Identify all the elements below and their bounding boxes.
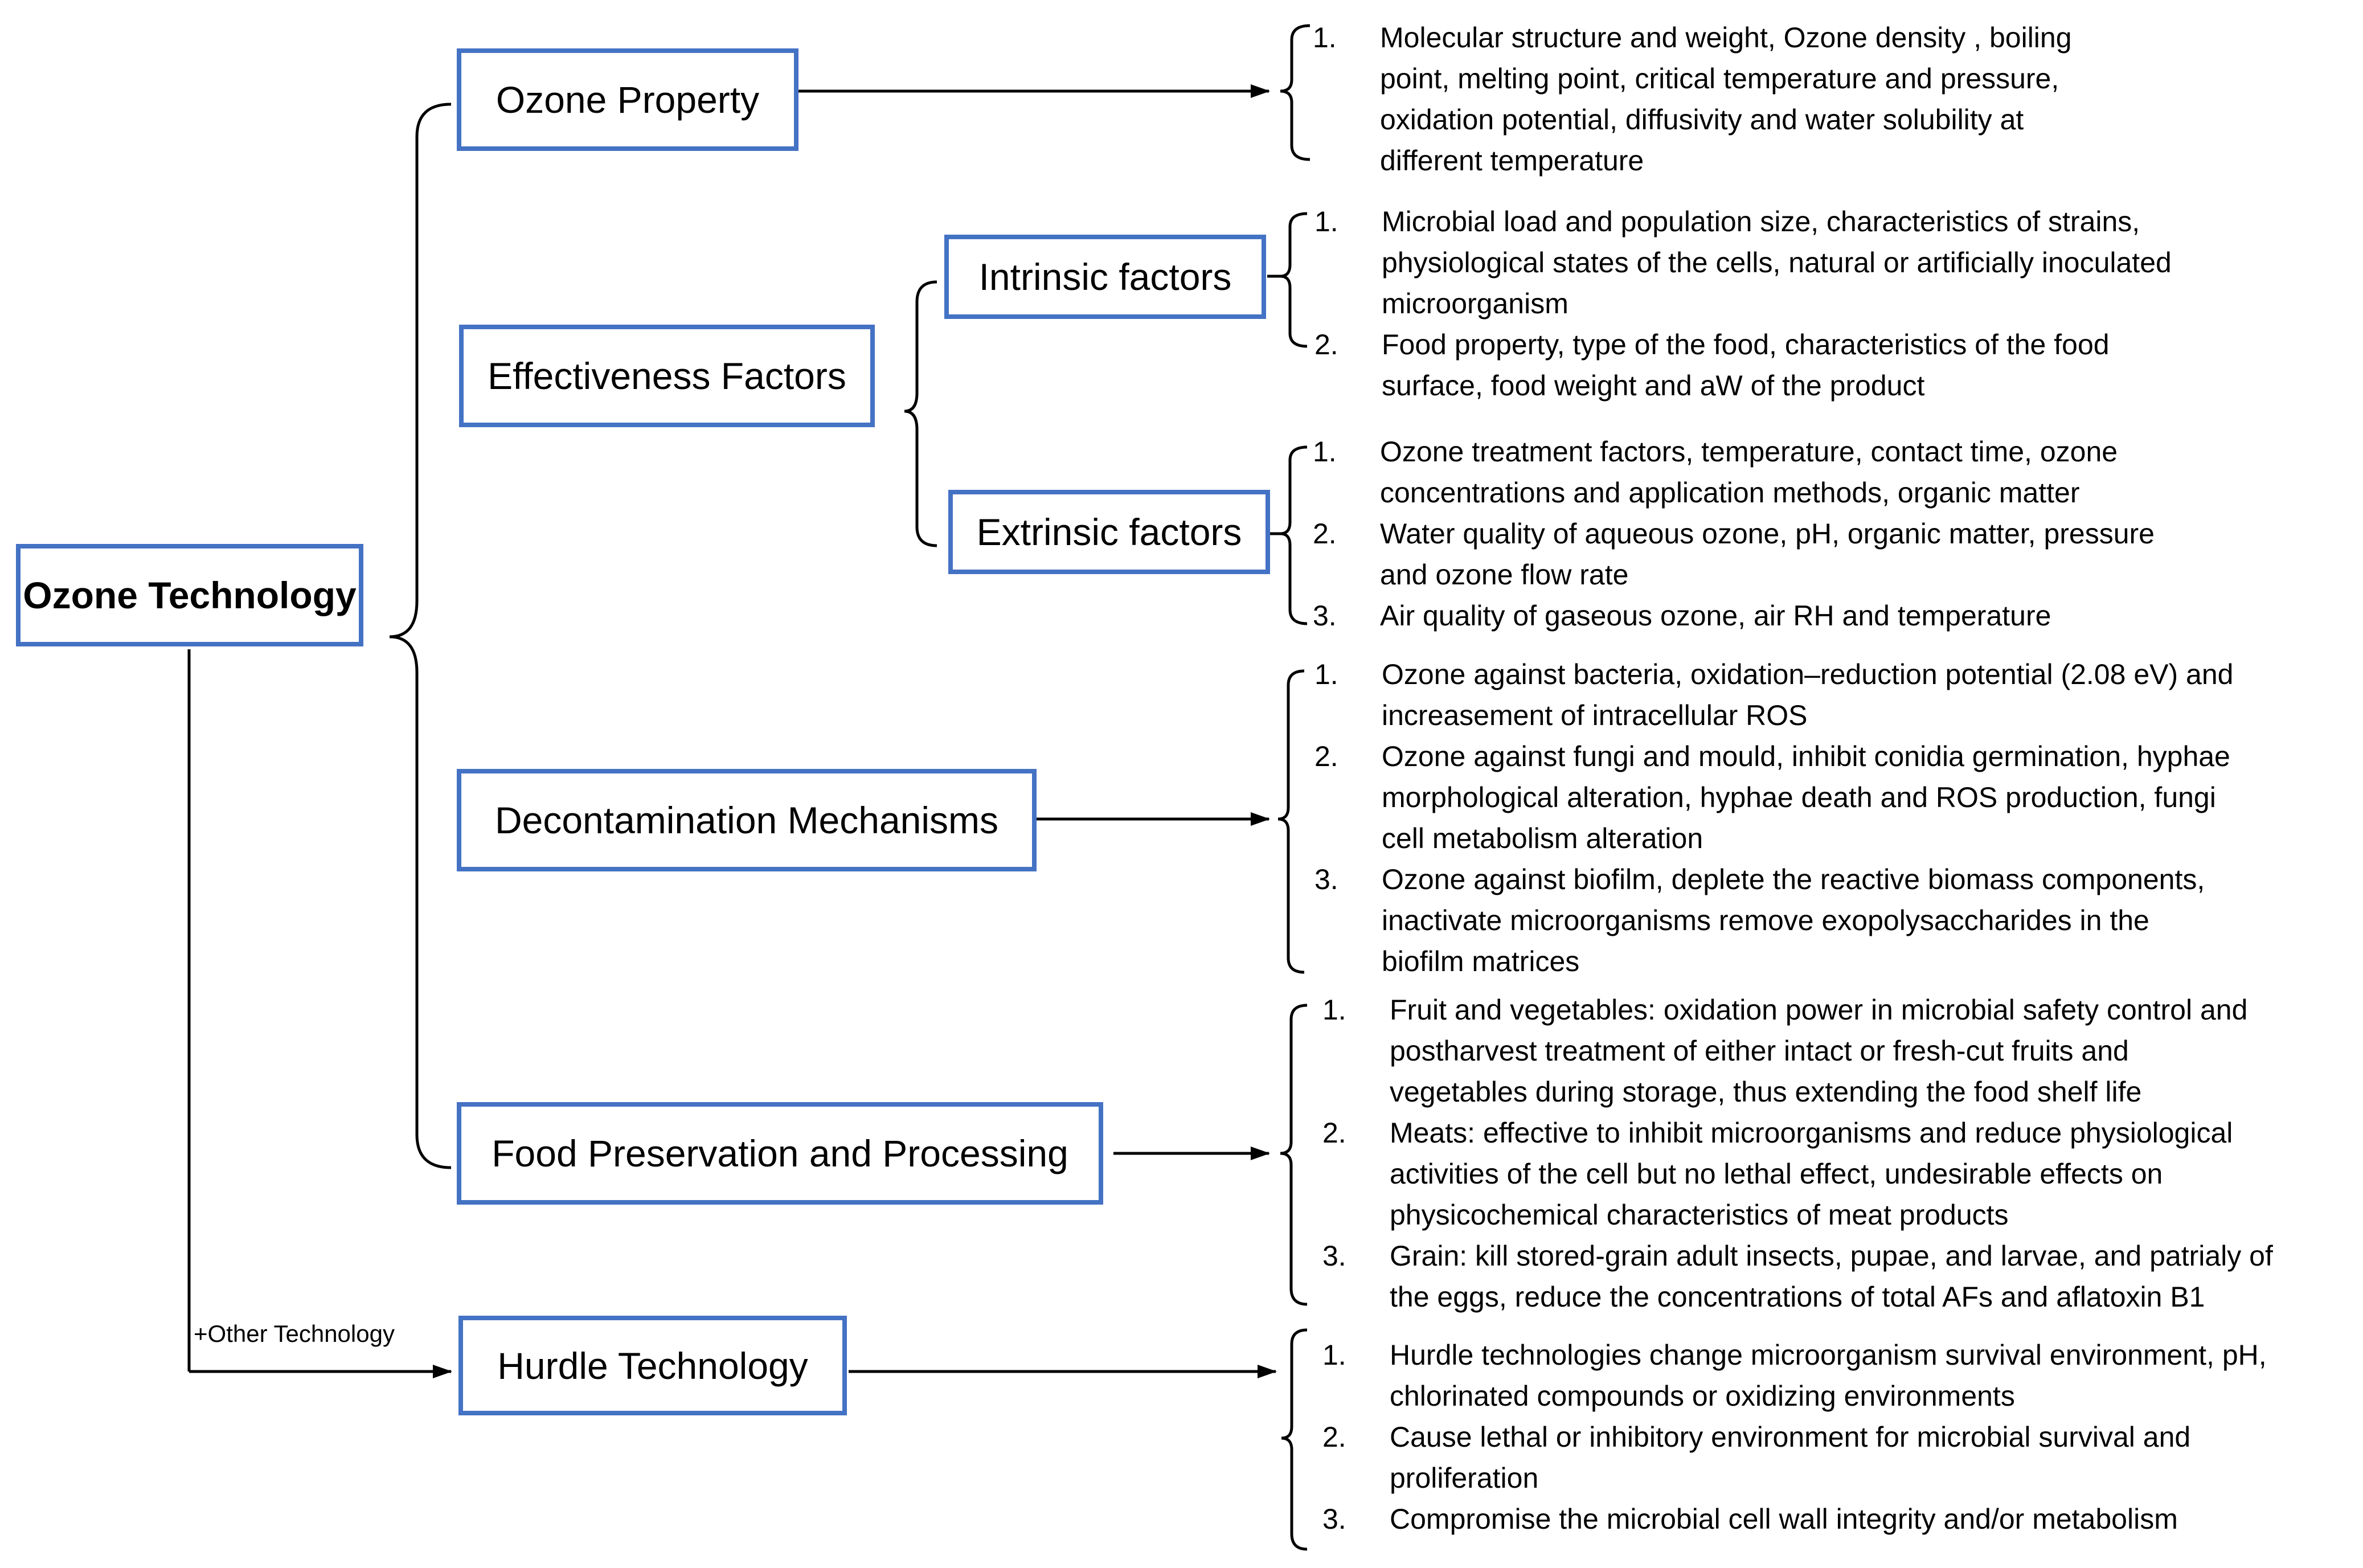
list-food-preservation: 1. Fruit and vegetables: oxidation power … — [1322, 989, 2353, 1317]
list-item-line: and ozone flow rate — [1380, 559, 1629, 591]
node-hurdle-technology: Hurdle Technology — [458, 1316, 847, 1415]
list-item-line: Air quality of gaseous ozone, air RH and… — [1380, 600, 2051, 632]
list-item-line: oxidation potential, diffusivity and wat… — [1380, 104, 2024, 136]
list-item: 1. Microbial load and population size, ch… — [1314, 201, 2328, 324]
list-hurdle-technology: 1. Hurdle technologies change microorgani… — [1322, 1334, 2348, 1540]
list-item-line: microorganism — [1382, 288, 1568, 320]
root-bracket — [389, 103, 452, 1169]
list-item: 1. Ozone against bacteria, oxidation–redu… — [1314, 654, 2340, 736]
list-item-line: morphological alteration, hyphae death a… — [1382, 781, 2216, 813]
list-item-line: Molecular structure and weight, Ozone de… — [1380, 22, 2072, 54]
list-item: 2. Cause lethal or inhibitory environment… — [1322, 1416, 2348, 1499]
list-item-line: concentrations and application methods, … — [1380, 477, 2080, 509]
list-item-number: 2. — [1313, 518, 1337, 550]
list-item-number: 2. — [1322, 1117, 1346, 1149]
list-item-line: the eggs, reduce the concentrations of t… — [1390, 1281, 2205, 1313]
list-item-number: 1. — [1313, 22, 1337, 54]
list-decontamination-mechanisms: 1. Ozone against bacteria, oxidation–redu… — [1314, 654, 2340, 982]
list-item-line: Ozone against fungi and mould, inhibit c… — [1382, 740, 2230, 772]
list-item-number: 1. — [1314, 206, 1338, 238]
list-item: 1. Molecular structure and weight, Ozone … — [1313, 17, 2327, 181]
list-item-line: Meats: effective to inhibit microorganis… — [1390, 1117, 2233, 1149]
node-ozone-property: Ozone Property — [457, 48, 798, 151]
list-item-number: 3. — [1322, 1240, 1346, 1272]
list-item-line: inactivate microorganisms remove exopoly… — [1382, 904, 2149, 936]
brace-intrinsic — [1280, 212, 1308, 348]
list-item-number: 2. — [1314, 740, 1338, 772]
list-item-line: Food property, type of the food, charact… — [1382, 329, 2110, 361]
list-item-line: Hurdle technologies change microorganism… — [1390, 1339, 2267, 1371]
list-item: 3. Grain: kill stored-grain adult insects… — [1322, 1235, 2353, 1317]
list-item-line: cell metabolism alteration — [1382, 822, 1703, 854]
brace-hurdle — [1281, 1328, 1308, 1551]
list-item-line: postharvest treatment of either intact o… — [1390, 1035, 2129, 1067]
list-item-number: 3. — [1313, 600, 1337, 632]
list-item: 3. Ozone against biofilm, deplete the rea… — [1314, 859, 2340, 982]
brace-food-preservation — [1280, 1004, 1308, 1306]
list-extrinsic-factors: 1. Ozone treatment factors, temperature, … — [1313, 431, 2327, 636]
list-ozone-property: 1. Molecular structure and weight, Ozone … — [1313, 17, 2327, 181]
list-item: 1. Ozone treatment factors, temperature, … — [1313, 431, 2327, 513]
list-item-number: 1. — [1313, 436, 1337, 468]
brace-ozone-property — [1280, 24, 1310, 161]
list-item: 3. Compromise the microbial cell wall int… — [1322, 1499, 2348, 1540]
node-effectiveness-factors: Effectiveness Factors — [459, 325, 875, 427]
node-food-preservation-processing: Food Preservation and Processing — [457, 1102, 1103, 1205]
list-item-number: 3. — [1314, 863, 1338, 895]
effectiveness-bracket — [904, 280, 937, 547]
list-item-line: proliferation — [1390, 1462, 1539, 1494]
node-intrinsic-factors: Intrinsic factors — [944, 235, 1266, 319]
list-item: 2. Ozone against fungi and mould, inhibit… — [1314, 736, 2340, 859]
list-item-line: Fruit and vegetables: oxidation power in… — [1390, 994, 2248, 1026]
list-item-line: vegetables during storage, thus extendin… — [1390, 1076, 2142, 1108]
list-item: 3. Air quality of gaseous ozone, air RH a… — [1313, 595, 2327, 636]
list-item: 2. Water quality of aqueous ozone, pH, or… — [1313, 513, 2327, 595]
list-item-line: Grain: kill stored-grain adult insects, … — [1390, 1240, 2273, 1272]
list-item-number: 2. — [1314, 329, 1338, 361]
list-item-number: 3. — [1322, 1503, 1346, 1535]
list-item: 2. Meats: effective to inhibit microorgan… — [1322, 1112, 2353, 1235]
list-item-line: activities of the cell but no lethal eff… — [1390, 1158, 2163, 1190]
list-item-line: surface, food weight and aW of the produ… — [1382, 370, 1925, 402]
list-item: 1. Fruit and vegetables: oxidation power … — [1322, 989, 2353, 1112]
node-ozone-technology: Ozone Technology — [16, 544, 363, 646]
list-item-line: Ozone treatment factors, temperature, co… — [1380, 436, 2118, 468]
list-item-line: Cause lethal or inhibitory environment f… — [1390, 1421, 2191, 1453]
list-item-line: Compromise the microbial cell wall integ… — [1390, 1503, 2178, 1535]
list-intrinsic-factors: 1. Microbial load and population size, ch… — [1314, 201, 2328, 406]
list-item-line: chlorinated compounds or oxidizing envir… — [1390, 1380, 2015, 1412]
list-item-line: physiological states of the cells, natur… — [1382, 247, 2172, 279]
list-item-number: 2. — [1322, 1421, 1346, 1453]
list-item: 2. Food property, type of the food, chara… — [1314, 324, 2328, 406]
list-item-line: physicochemical characteristics of meat … — [1390, 1199, 2009, 1231]
list-item-number: 1. — [1322, 994, 1346, 1026]
brace-decontamination — [1277, 669, 1305, 974]
node-decontamination-mechanisms: Decontamination Mechanisms — [457, 769, 1037, 871]
list-item-line: Water quality of aqueous ozone, pH, orga… — [1380, 518, 2155, 550]
list-item-line: biofilm matrices — [1382, 945, 1580, 977]
list-item-line: Ozone against bacteria, oxidation–reduct… — [1382, 658, 2234, 690]
list-item-line: point, melting point, critical temperatu… — [1380, 63, 2059, 95]
list-item-number: 1. — [1314, 658, 1338, 690]
list-item: 1. Hurdle technologies change microorgani… — [1322, 1334, 2348, 1416]
list-item-line: Ozone against biofilm, deplete the react… — [1382, 863, 2205, 895]
node-extrinsic-factors: Extrinsic factors — [948, 490, 1270, 574]
list-item-line: Microbial load and population size, char… — [1382, 206, 2140, 238]
brace-extrinsic — [1280, 445, 1308, 625]
edge-label-other-technology: +Other Technology — [194, 1320, 395, 1347]
list-item-line: different temperature — [1380, 145, 1644, 177]
list-item-number: 1. — [1322, 1339, 1346, 1371]
list-item-line: increasement of intracellular ROS — [1382, 699, 1808, 731]
